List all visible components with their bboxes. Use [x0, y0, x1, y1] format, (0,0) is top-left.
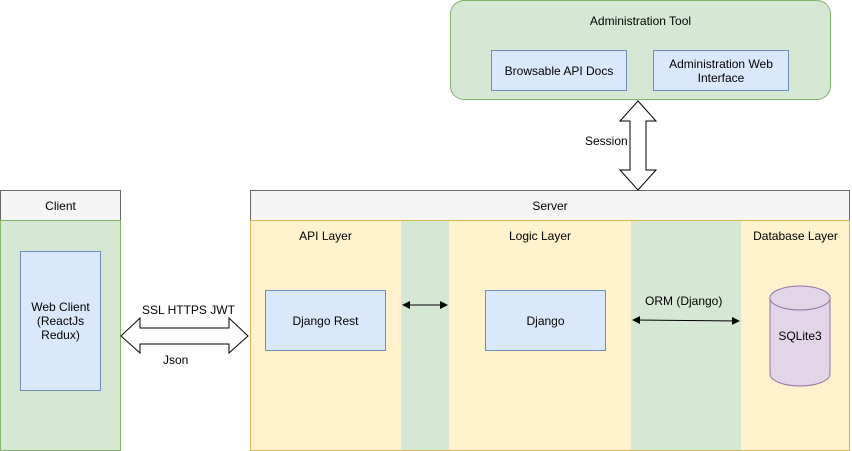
client-container: Web Client (ReactJs Redux) [0, 220, 121, 451]
sqlite3-database-icon [769, 285, 831, 387]
django-label: Django [526, 313, 565, 328]
administration-tool-title: Administration Tool [589, 14, 692, 28]
django-rest-label: Django Rest [292, 313, 359, 328]
api-layer-title: API Layer [299, 229, 352, 243]
orm-django-label: ORM (Django) [645, 294, 723, 308]
session-double-arrow [618, 100, 658, 191]
administration-tool-container: Administration Tool Browsable API Docs A… [450, 0, 831, 100]
json-label: Json [163, 353, 189, 367]
database-layer: Database Layer [741, 220, 850, 451]
browsable-api-docs-box: Browsable API Docs [491, 50, 627, 91]
logic-layer-title: Logic Layer [508, 229, 572, 243]
django-rest-box: Django Rest [265, 290, 386, 351]
orm-column [631, 220, 741, 451]
api-layer: API Layer Django Rest [250, 220, 401, 451]
sqlite3-label: SQLite3 [778, 329, 822, 343]
web-client-box: Web Client (ReactJs Redux) [20, 251, 101, 391]
web-client-label-line3: Redux) [41, 328, 80, 342]
session-label: Session [585, 134, 628, 148]
database-layer-title: Database Layer [753, 229, 838, 243]
orm-arrow [632, 316, 740, 325]
web-client-label-line1: Web Client [31, 300, 90, 314]
server-header: Server [250, 190, 850, 221]
admin-web-interface-label-line1: Administration Web [669, 56, 773, 71]
django-box: Django [485, 290, 606, 351]
client-server-double-arrow [120, 316, 249, 355]
ssl-https-jwt-label: SSL HTTPS JWT [142, 303, 235, 317]
server-title: Server [532, 198, 568, 213]
web-client-label-line2: (ReactJs [36, 314, 85, 328]
logic-layer: Logic Layer Django [449, 220, 631, 451]
client-title: Client [45, 198, 76, 213]
client-header: Client [0, 190, 121, 221]
admin-web-interface-label-line2: Interface [697, 70, 745, 85]
api-logic-connector-column [401, 220, 449, 451]
admin-web-interface-box: Administration Web Interface [653, 50, 789, 91]
browsable-api-docs-label: Browsable API Docs [504, 63, 614, 78]
server-body-outline [250, 220, 850, 451]
